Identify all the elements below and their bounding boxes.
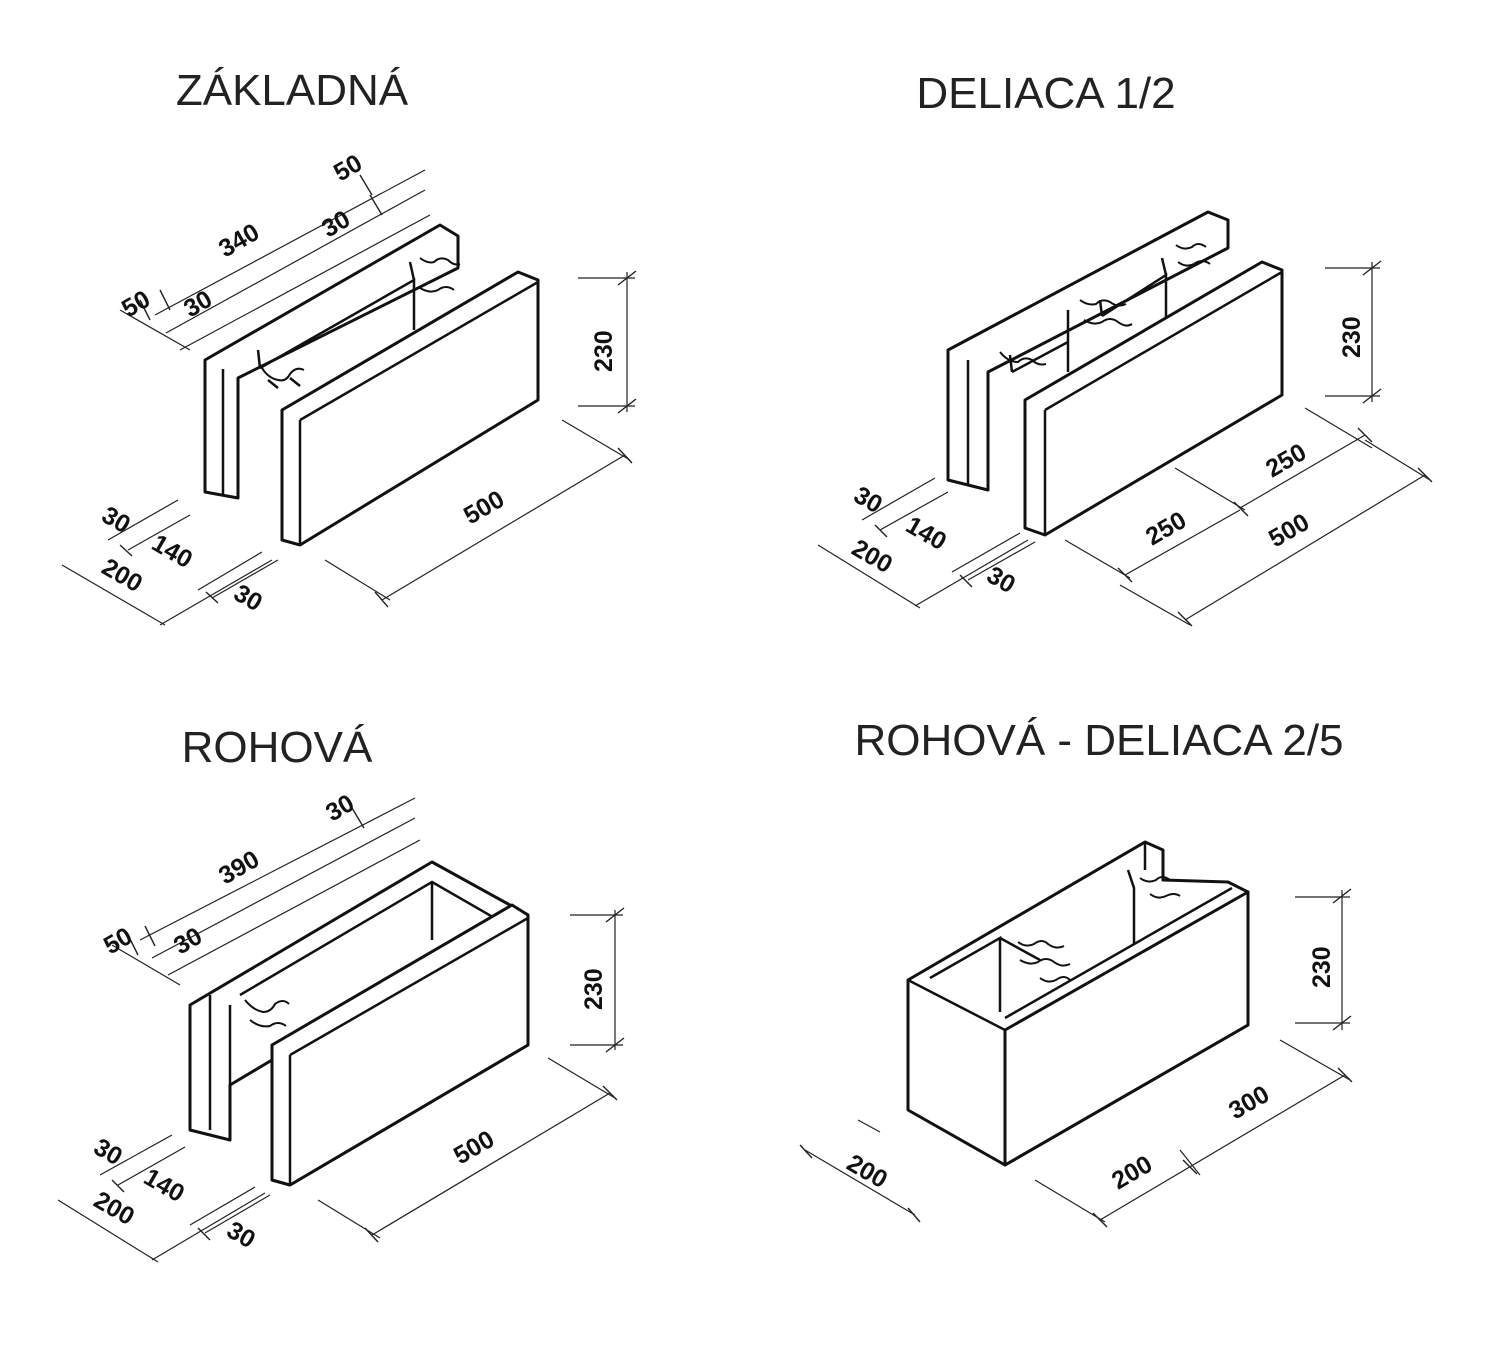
dim-deliaca-width-total-200: 200: [847, 534, 897, 579]
dim-deliaca-width-wall-30-b: 30: [982, 561, 1020, 599]
dim-deliaca-height-230: 230: [1338, 316, 1366, 358]
dim-rohova-top-wall-30: 30: [321, 789, 359, 827]
block-deliaca-drawing: [946, 210, 1284, 537]
dim-width-total-200: 200: [97, 553, 147, 598]
deliaca-front-wall: [1023, 260, 1284, 537]
dim-rohova-width-wall-30-a: 30: [89, 1133, 127, 1171]
dim-deliaca-half-250-a: 250: [1141, 506, 1191, 551]
dim-rohova-top-cavity-390: 390: [214, 845, 264, 890]
dim-rd-part-300: 300: [1224, 1080, 1274, 1125]
dim-rohova-left-wall-30: 30: [169, 922, 207, 960]
dim-rohova-left-wall-50: 50: [99, 922, 137, 960]
dim-length-500: 500: [459, 485, 509, 530]
dim-rohova-width-wall-30-b: 30: [222, 1216, 260, 1254]
title-rohova-deliaca-2-5: ROHOVÁ - DELIACA 2/5: [854, 716, 1343, 765]
title-deliaca-1-2: DELIACA 1/2: [916, 69, 1175, 118]
dim-deliaca-width-wall-30-a: 30: [849, 481, 887, 519]
dim-top-cavity-340: 340: [214, 218, 264, 263]
rohova-deliaca-front-wall: [1003, 890, 1250, 1167]
block-zakladna-drawing: [203, 223, 540, 547]
dim-deliaca-half-250-b: 250: [1261, 438, 1311, 483]
block-rohova-drawing: [188, 860, 530, 1187]
dim-rohova-width-cavity-140: 140: [139, 1163, 189, 1208]
rohova-front-wall: [270, 903, 530, 1187]
dim-height-230: 230: [590, 330, 618, 372]
title-zakladna: ZÁKLADNÁ: [176, 66, 409, 115]
dim-rd-width-200: 200: [842, 1149, 892, 1194]
dim-left-wall-30: 30: [179, 285, 217, 323]
zakladna-front-wall: [280, 270, 540, 547]
dim-deliaca-width-cavity-140: 140: [901, 511, 951, 556]
zakladna-back-wall: [203, 223, 460, 500]
block-rohova-deliaca-drawing: [906, 840, 1250, 1167]
dim-rohova-height-230: 230: [580, 968, 608, 1010]
dim-rd-part-200: 200: [1107, 1150, 1157, 1195]
dim-width-wall-30-a: 30: [97, 501, 135, 539]
dim-top-wall-50: 50: [329, 149, 367, 187]
dim-rd-height-230: 230: [1308, 946, 1336, 988]
title-rohova: ROHOVÁ: [182, 723, 373, 772]
